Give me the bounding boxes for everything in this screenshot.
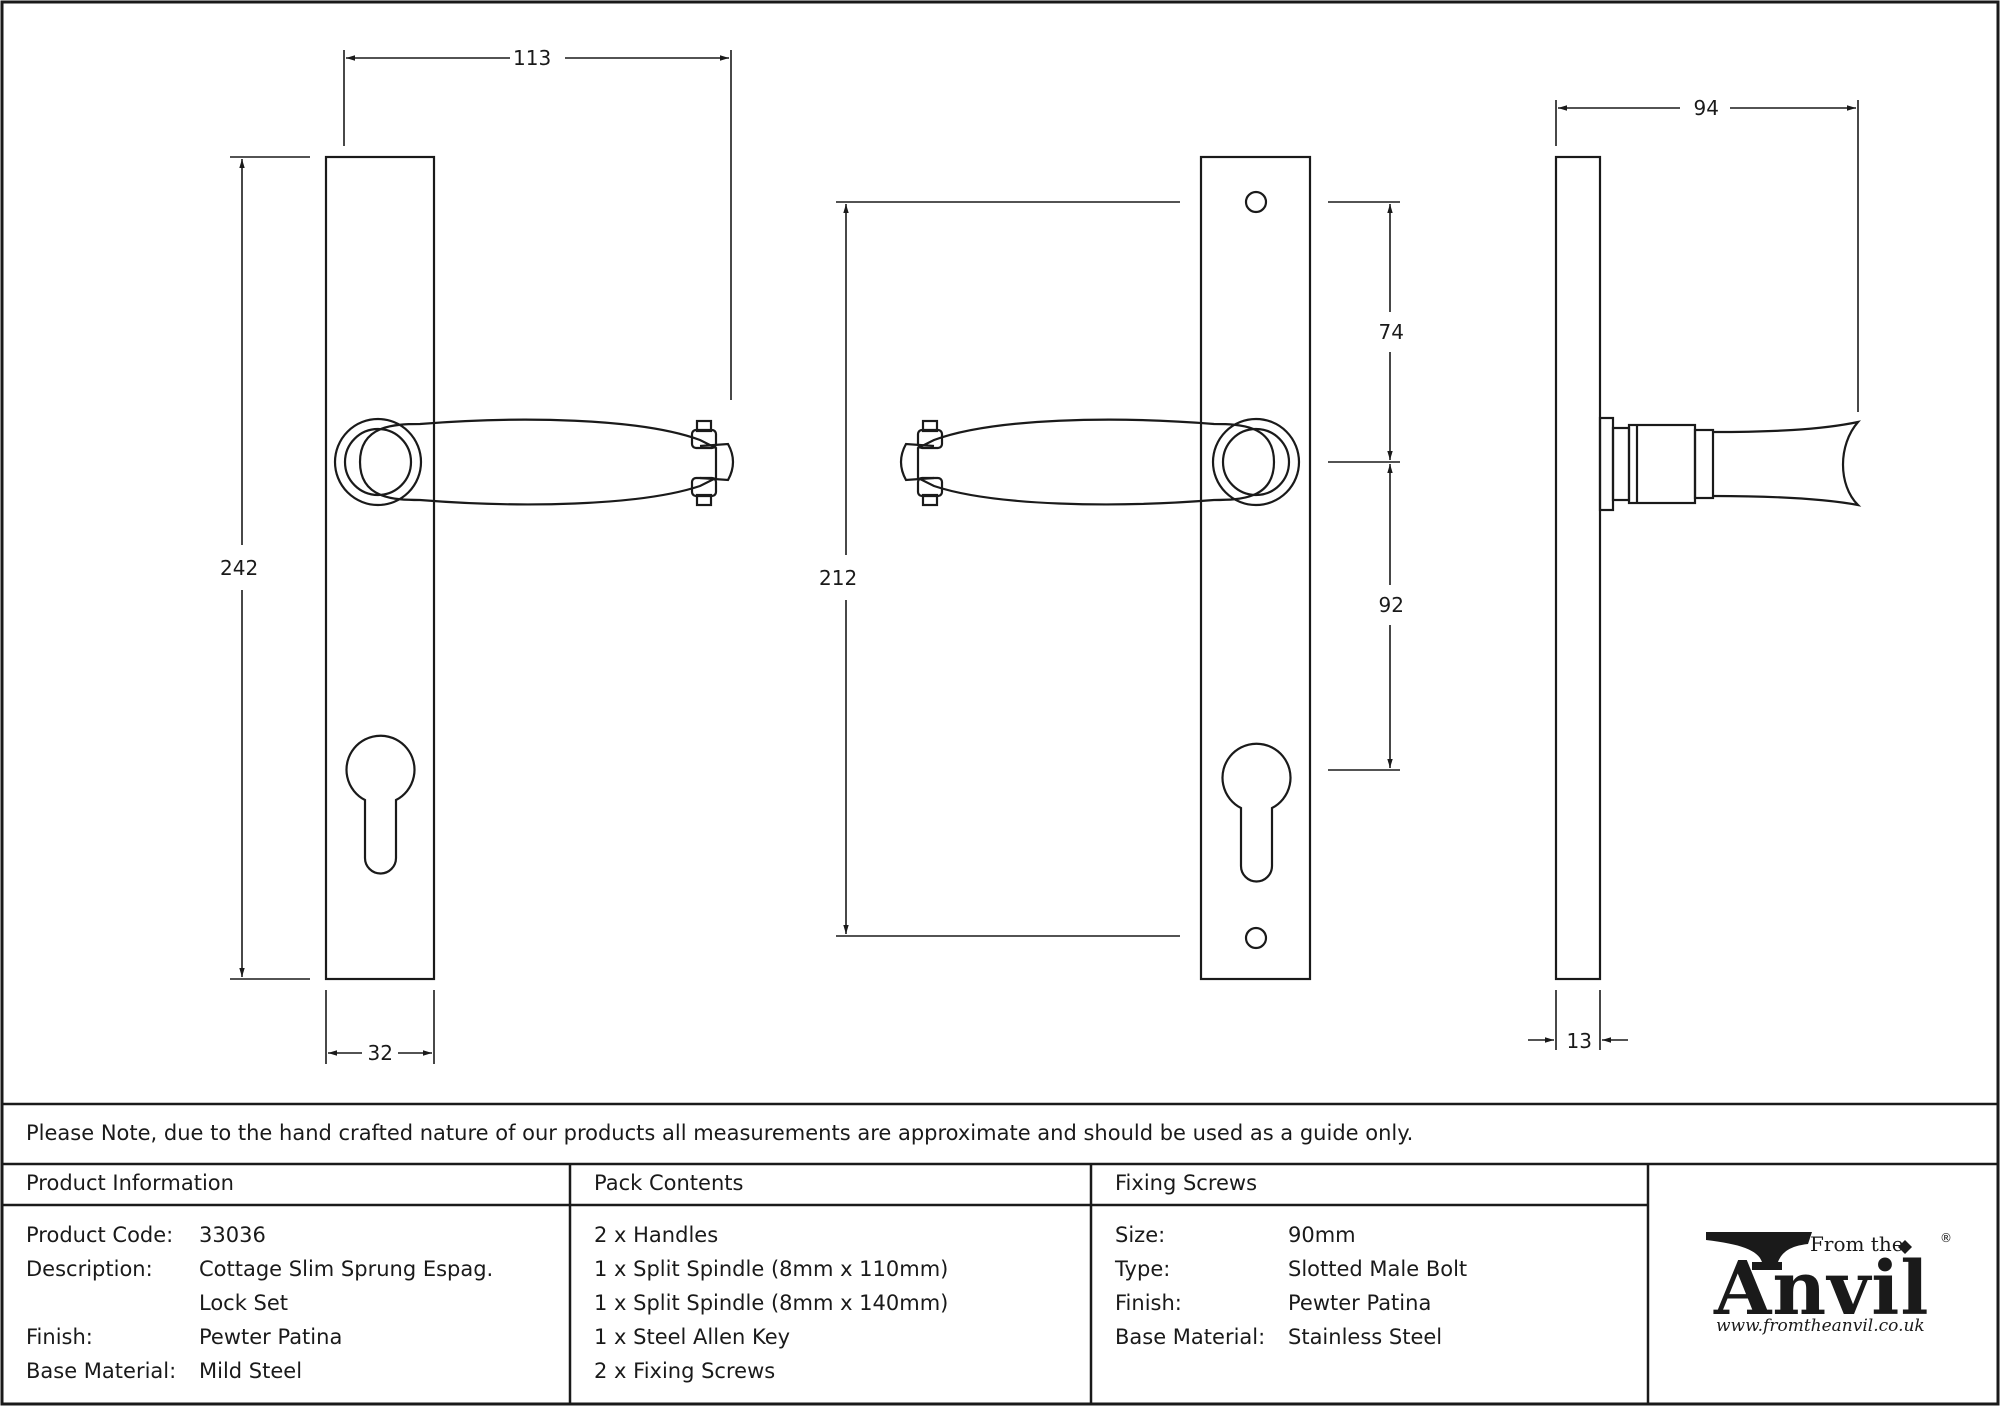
fixing-hole-bottom: [1244, 926, 1268, 950]
dim-plate-depth: 13: [1566, 1029, 1592, 1053]
anvil-logo-icon: [1706, 1232, 1912, 1270]
dim-plate-width: 32: [367, 1041, 393, 1065]
euro-cylinder-cutout: [345, 734, 416, 875]
lever-handle: [358, 418, 718, 506]
dim-fixing-centres: 212: [819, 566, 858, 590]
side-view: [1554, 155, 1862, 981]
backplate-outline: [324, 155, 436, 981]
rear-rose: [1211, 417, 1301, 507]
rear-lever-handle: [916, 418, 1276, 506]
side-neck: [1627, 423, 1697, 505]
fixing-screws-title: Fixing Screws: [1115, 1171, 1258, 1195]
screw-material-label: Base Material:: [1115, 1325, 1266, 1349]
finish-value: Pewter Patina: [199, 1325, 343, 1349]
finish-label: Finish:: [26, 1325, 93, 1349]
screw-type-label: Type:: [1115, 1257, 1171, 1281]
product-code-label: Product Code:: [26, 1223, 174, 1247]
screw-finish-label: Finish:: [1115, 1291, 1182, 1315]
description-label: Description:: [26, 1257, 153, 1281]
base-material-value: Mild Steel: [199, 1359, 303, 1383]
pack-item: 1 x Split Spindle (8mm x 110mm): [594, 1257, 949, 1281]
dim-spindle-to-cylinder: 92: [1378, 593, 1404, 617]
product-code-value: 33036: [199, 1223, 266, 1247]
description-value: Cottage Slim Sprung Espag.: [199, 1257, 494, 1281]
dim-plate-height: 242: [220, 556, 259, 580]
fixing-hole-top: [1244, 190, 1268, 214]
description-value-cont: Lock Set: [199, 1291, 289, 1315]
screw-size-label: Size:: [1115, 1223, 1166, 1247]
logo-from-the: From the: [1810, 1232, 1904, 1256]
screw-finish-value: Pewter Patina: [1288, 1291, 1432, 1315]
pack-item: 2 x Handles: [594, 1223, 719, 1247]
dimension-lines: [230, 50, 1859, 1064]
dim-projection: 94: [1693, 96, 1719, 120]
front-view: [324, 155, 735, 981]
rear-view: [899, 155, 1312, 981]
pack-item: 1 x Split Spindle (8mm x 140mm): [594, 1291, 949, 1315]
handle-rose: [333, 417, 423, 507]
rear-plate-outline: [1199, 155, 1312, 981]
rear-cylinder-cutout: [1221, 742, 1292, 883]
logo-website: www.fromtheanvil.co.uk: [1716, 1316, 1925, 1336]
side-lever: [1712, 420, 1862, 507]
info-table-grid: [2, 1102, 1998, 1404]
pack-contents-title: Pack Contents: [594, 1171, 744, 1195]
registered-mark: ®: [1940, 1231, 1952, 1245]
measurement-note: Please Note, due to the hand crafted nat…: [26, 1121, 1414, 1145]
screw-type-value: Slotted Male Bolt: [1288, 1257, 1468, 1281]
side-plate: [1554, 155, 1602, 981]
screw-size-value: 90mm: [1288, 1223, 1356, 1247]
base-material-label: Base Material:: [26, 1359, 177, 1383]
pack-item: 1 x Steel Allen Key: [594, 1325, 791, 1349]
dim-backplate-width: 113: [513, 46, 552, 70]
screw-material-value: Stainless Steel: [1288, 1325, 1443, 1349]
logo-anvil-wordmark: Anvil: [1714, 1246, 1930, 1332]
pack-item: 2 x Fixing Screws: [594, 1359, 776, 1383]
product-info-title: Product Information: [26, 1171, 234, 1195]
dim-top-to-spindle: 74: [1378, 320, 1404, 344]
